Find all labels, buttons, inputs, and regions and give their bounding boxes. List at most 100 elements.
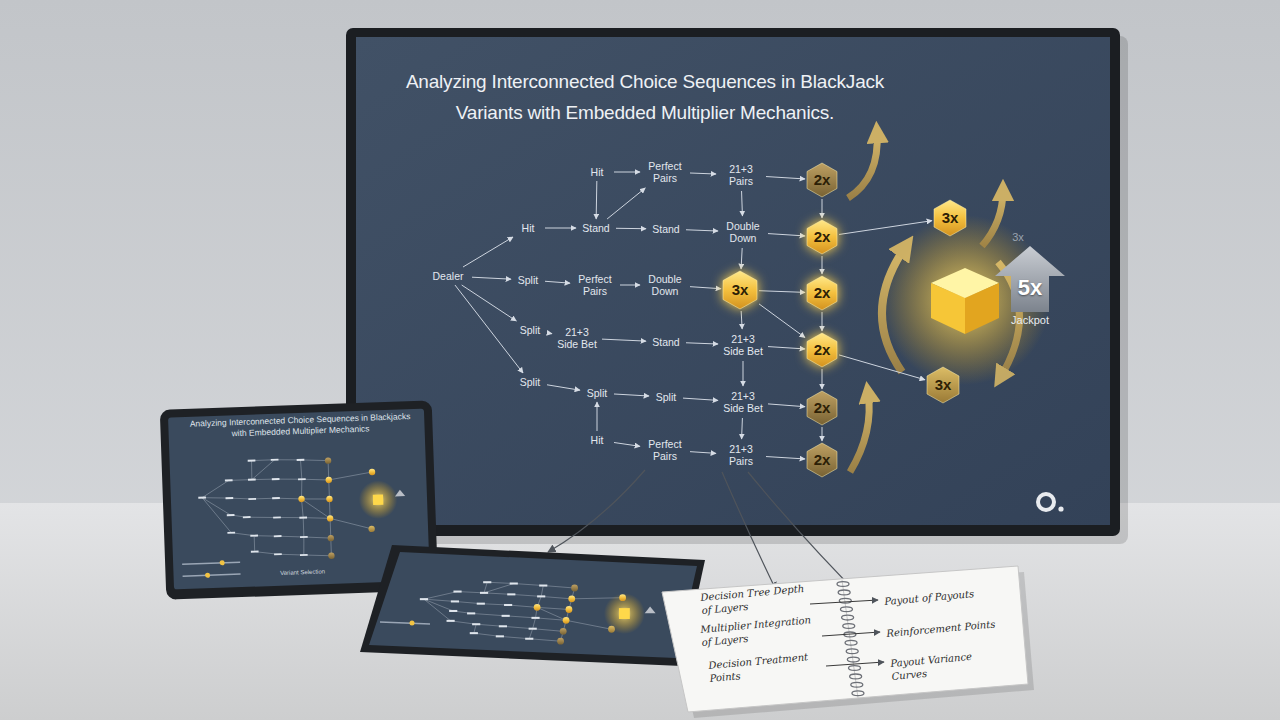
mini-connector [330, 517, 372, 530]
choice-node: 21+3 Side Bet [720, 331, 766, 359]
mini-connector [254, 536, 256, 552]
multiplier-value: 2x [814, 400, 831, 416]
mini-text-mark [299, 517, 307, 519]
mini-text-mark [227, 514, 235, 516]
mini-hexagon [328, 552, 335, 559]
flow-connector [768, 347, 805, 349]
mini-connector [304, 536, 331, 539]
mini-text-mark [480, 592, 488, 594]
mini-connector [474, 624, 476, 633]
mini-node [496, 635, 504, 637]
mini-text-mark [243, 516, 251, 518]
mini-text-mark [531, 617, 539, 619]
flow-connector [766, 177, 805, 179]
mini-text-mark [225, 497, 233, 499]
choice-node: Stand [648, 222, 684, 236]
mini-node [557, 638, 564, 645]
node-text: Split [518, 274, 538, 286]
spiral-ring [850, 674, 862, 679]
notebook-arrows [810, 600, 884, 666]
spiral-ring [842, 615, 854, 620]
node-text: Hit [591, 434, 604, 446]
mini-connector [251, 461, 252, 480]
mini-hexagon [325, 457, 332, 464]
choice-node: 21+3 Pairs [718, 161, 764, 189]
mini-text-mark [467, 612, 475, 614]
mini-node [619, 594, 626, 601]
mini-node [227, 514, 235, 516]
mini-text-mark [198, 497, 206, 499]
mini-text-mark [477, 603, 485, 605]
node-text: 21+3 Side Bet [720, 390, 766, 414]
slider-track [183, 574, 241, 576]
choice-node: Perfect Pairs [642, 436, 688, 464]
mini-text-mark [274, 553, 282, 555]
mini-node [480, 592, 488, 594]
mini-node [325, 477, 332, 484]
mini-text-mark [449, 610, 457, 612]
slider-knob [410, 621, 415, 626]
node-text: Hit [591, 166, 604, 178]
multiplier-value: 2x [814, 172, 831, 188]
mini-text-mark [225, 479, 233, 481]
mini-connector [566, 620, 611, 629]
mini-connector [508, 605, 537, 607]
node-text: 21+3 Side Bet [720, 333, 766, 357]
mini-arrow [645, 606, 656, 613]
choice-node: Double Down [642, 271, 688, 299]
mini-node [531, 617, 539, 619]
mini-node [453, 591, 461, 593]
mini-hexagon [566, 606, 573, 613]
multiplier-hexagon: 2x [807, 333, 837, 367]
mini-text-mark [539, 585, 547, 587]
flow-connector [759, 304, 805, 338]
choice-node: Hit [513, 221, 543, 235]
mini-text-mark [529, 628, 537, 630]
mini-text-mark [502, 615, 510, 617]
flow-connector [683, 398, 718, 400]
gold-flow-arrow [848, 132, 877, 198]
choice-node: Split [515, 375, 545, 389]
slider-track [182, 562, 240, 564]
mini-text-mark [420, 598, 428, 600]
multiplier-value: 2x [814, 342, 831, 358]
mini-connector [484, 593, 511, 595]
node-text: Jackpot [1011, 314, 1049, 327]
multiplier-hexagon: 2x [807, 391, 837, 425]
mini-connector [500, 636, 529, 638]
flow-connector [822, 312, 823, 331]
mini-node [325, 457, 332, 464]
mini-node [271, 459, 279, 461]
flow-connector [607, 188, 645, 219]
mini-hexagon [327, 535, 334, 542]
mini-node [477, 603, 485, 605]
mini-connector [276, 478, 302, 480]
mini-text-mark [496, 635, 504, 637]
flow-connector [547, 385, 580, 390]
mini-text-mark [251, 551, 259, 553]
mini-node [447, 620, 455, 622]
node-text: Stand [582, 222, 609, 234]
node-text: 21+3 Pairs [718, 443, 764, 467]
node-text: Perfect Pairs [572, 273, 618, 297]
mini-node [297, 459, 305, 461]
hexagon-outline [807, 391, 837, 425]
node-text: Split [520, 324, 540, 336]
mini-node [272, 497, 280, 499]
mini-connector [533, 629, 564, 632]
flow-connector [614, 394, 649, 396]
flow-connector [839, 221, 932, 235]
flow-connector [545, 228, 576, 229]
flow-connector [686, 343, 718, 344]
mini-node [225, 497, 233, 499]
flow-connector [768, 234, 805, 236]
mini-hexagon [560, 628, 567, 635]
mini-text-mark [499, 625, 507, 627]
mini-node [326, 496, 333, 503]
mini-hexagon [368, 526, 375, 533]
mini-connector [251, 460, 275, 480]
mini-arrow [395, 490, 405, 497]
mini-node [502, 615, 510, 617]
flow-connector [614, 172, 640, 173]
hexagon-outline [934, 200, 966, 236]
